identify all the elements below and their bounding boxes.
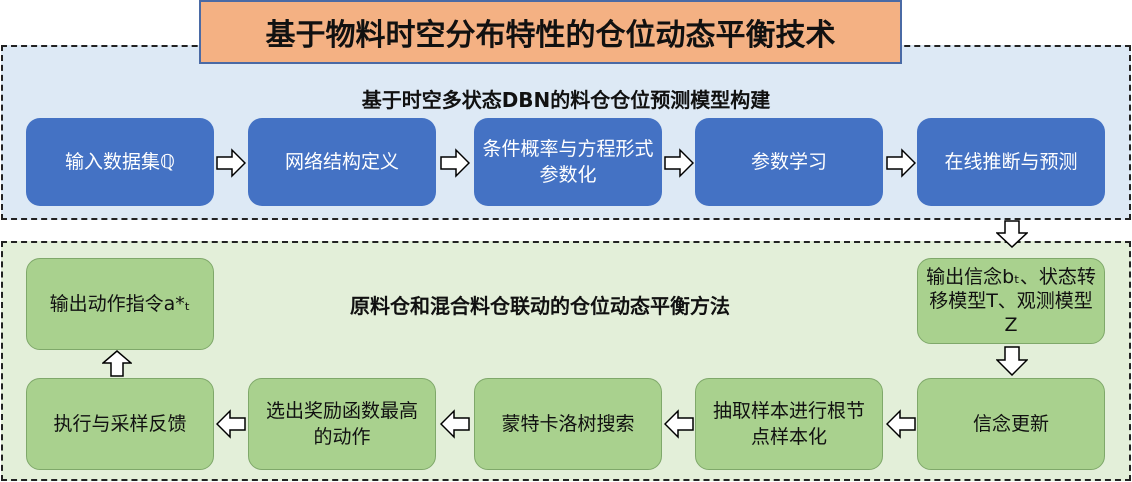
output-action-box: 输出动作指令a*ₜ <box>26 258 214 350</box>
arrow-right-icon <box>886 148 916 178</box>
output-belief-box: 输出信念bₜ、状态转移模型T、观测模型Z <box>917 258 1105 344</box>
arrow-left-icon <box>886 409 916 439</box>
step-online-inference: 在线推断与预测 <box>917 118 1105 206</box>
arrow-right-icon <box>216 148 246 178</box>
step-parameter-learning: 参数学习 <box>695 118 883 206</box>
step-network-structure: 网络结构定义 <box>248 118 436 206</box>
prediction-model-heading: 基于时空多状态DBN的料仓仓位预测模型构建 <box>361 88 771 112</box>
arrow-right-icon <box>440 148 470 178</box>
step-mcts: 蒙特卡洛树搜索 <box>474 378 662 470</box>
balance-method-heading: 原料仓和混合料仓联动的仓位动态平衡方法 <box>350 294 730 318</box>
arrow-left-icon <box>440 409 470 439</box>
step-execute-feedback: 执行与采样反馈 <box>26 378 214 470</box>
arrow-down-icon <box>996 220 1028 248</box>
output-action-label: 输出动作指令a*ₜ <box>49 293 191 315</box>
step-sample-root: 抽取样本进行根节点样本化 <box>695 378 883 470</box>
arrow-right-icon <box>664 148 694 178</box>
step-input-dataset: 输入数据集ℚ <box>26 118 214 206</box>
arrow-up-icon <box>102 350 132 377</box>
arrow-down-icon <box>996 346 1028 376</box>
arrow-left-icon <box>216 409 246 439</box>
step-parameterization: 条件概率与方程形式参数化 <box>474 118 662 206</box>
step-select-best-action: 选出奖励函数最高的动作 <box>248 378 436 470</box>
arrow-left-icon <box>664 409 694 439</box>
step-belief-update: 信念更新 <box>917 378 1105 470</box>
diagram-title: 基于物料时空分布特性的仓位动态平衡技术 <box>199 0 902 64</box>
